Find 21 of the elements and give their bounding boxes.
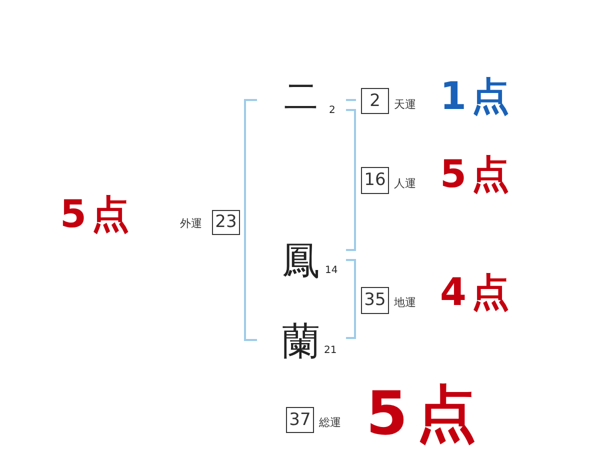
stroke-count: 21 — [324, 346, 337, 356]
points-label: 5点 — [366, 384, 486, 444]
name-character: 蘭 — [282, 322, 320, 360]
fortune-number-box: 37 — [286, 407, 314, 433]
stroke-count: 2 — [329, 106, 336, 116]
name-character: 鳳 — [282, 242, 320, 280]
points-label: 1点 — [440, 77, 514, 115]
fortune-number-box: 35 — [361, 287, 389, 314]
fortune-category-label: 人運 — [394, 178, 416, 189]
fortune-category-label: 地運 — [394, 297, 416, 308]
fortune-number-box: 16 — [361, 167, 389, 194]
fortune-category-label: 総運 — [319, 417, 341, 428]
fortune-number-box: 23 — [212, 210, 240, 235]
points-label: 4点 — [440, 273, 514, 311]
fortune-number-box: 2 — [361, 88, 389, 114]
points-label: 5点 — [440, 155, 514, 193]
fortune-category-label: 外運 — [180, 218, 202, 229]
fortune-category-label: 天運 — [394, 99, 416, 110]
points-label: 5点 — [60, 195, 134, 233]
name-character: 二 — [284, 80, 318, 114]
stroke-count: 14 — [325, 266, 338, 276]
